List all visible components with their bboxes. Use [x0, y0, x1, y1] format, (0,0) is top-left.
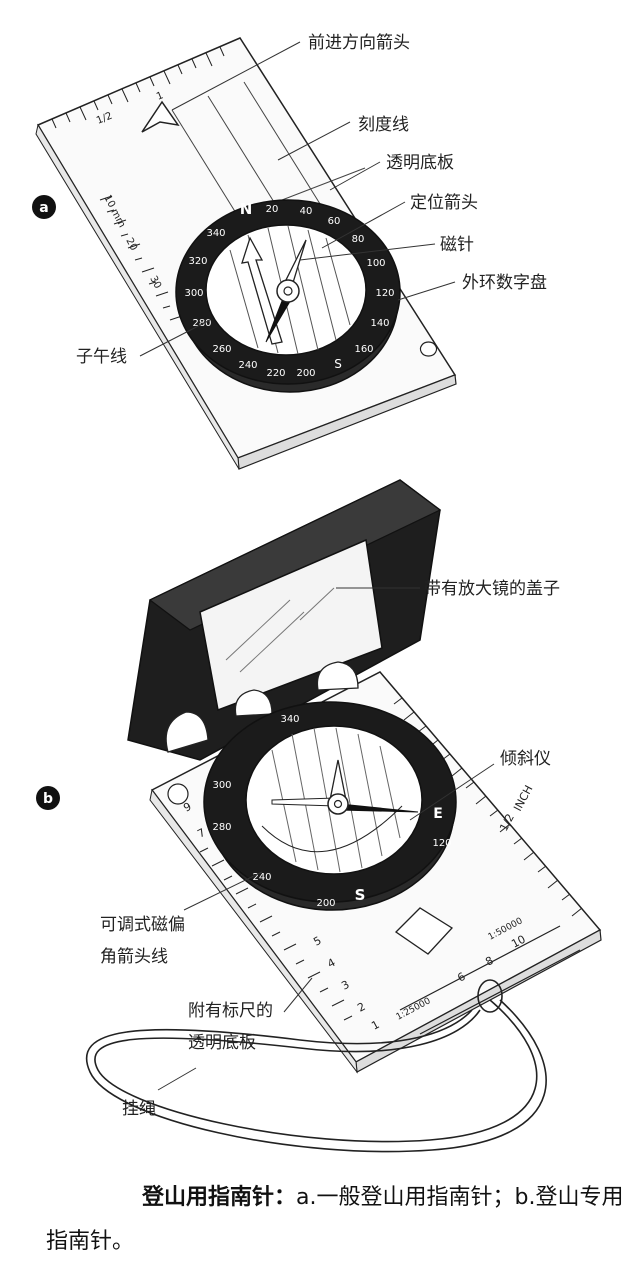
- svg-text:200: 200: [316, 898, 335, 909]
- figure-letter-b: b: [43, 791, 53, 807]
- label-clinometer: 倾斜仪: [500, 749, 551, 769]
- svg-text:140: 140: [370, 318, 389, 329]
- meridian-lines-b: [271, 727, 401, 873]
- svg-text:S: S: [355, 886, 366, 904]
- meridian-lines-a: [229, 225, 351, 355]
- svg-text:10: 10: [509, 933, 527, 951]
- figure-caption: 登山用指南针：a.一般登山用指南针；b.登山专用指南针。: [46, 1176, 626, 1264]
- bezel-marks-b: 340 E 120 S 200 240 280 300: [212, 714, 451, 909]
- bezel-numbers-a: N 20 40 60 80 100 120 140 160 S 200 220 …: [184, 200, 394, 379]
- svg-text:INCH: INCH: [511, 783, 535, 813]
- figure-letter-a: a: [39, 200, 48, 216]
- clinometer-arc-b: [261, 805, 403, 853]
- svg-text:120: 120: [432, 838, 451, 849]
- lanyard-hole-a: [419, 341, 438, 357]
- svg-text:60: 60: [328, 216, 341, 227]
- label-orienting-arrow: 定位箭头: [410, 193, 478, 213]
- base-plate-b-side: [149, 788, 358, 1074]
- svg-text:320: 320: [188, 256, 207, 267]
- base-plate-a-side: [35, 123, 240, 470]
- right-ruler-ticks-b: [393, 697, 583, 917]
- label-lanyard: 挂绳: [122, 1099, 156, 1119]
- screw-b: [167, 783, 189, 805]
- svg-text:40: 40: [300, 206, 313, 217]
- label-base-2: 透明底板: [188, 1033, 256, 1053]
- label-declination-2: 角箭头线: [100, 947, 168, 967]
- scale-bars-b: [399, 925, 581, 1035]
- figure-letter-b-badge: [36, 786, 60, 810]
- svg-text:240: 240: [252, 872, 271, 883]
- sight-mount-b: [394, 907, 454, 955]
- svg-text:340: 340: [206, 228, 225, 239]
- label-lid: 带有放大镜的盖子: [424, 579, 560, 599]
- svg-text:160: 160: [354, 344, 373, 355]
- ruler-label-1: 1: [155, 90, 165, 103]
- hinge-mid-b: [234, 689, 273, 717]
- compass-diagram: 10 mm 20 30 1/2 1: [32, 33, 602, 1153]
- ruler-label-10: 10: [101, 193, 117, 209]
- svg-text:80: 80: [352, 234, 365, 245]
- top-ruler-ticks-a: [51, 46, 225, 129]
- label-base-plate: 透明底板: [386, 153, 454, 173]
- labels-b: 带有放大镜的盖子 倾斜仪 可调式磁偏 角箭头线 附有标尺的 透明底板 挂绳: [100, 579, 560, 1119]
- svg-text:260: 260: [212, 344, 231, 355]
- hinge-right-b: [316, 661, 359, 691]
- svg-text:280: 280: [192, 318, 211, 329]
- svg-text:20: 20: [266, 204, 279, 215]
- leader-lines-b: [157, 587, 495, 1091]
- svg-text:300: 300: [212, 780, 231, 791]
- label-dial: 外环数字盘: [462, 273, 547, 293]
- svg-text:220: 220: [266, 368, 285, 379]
- lid-rim-b: [148, 479, 442, 631]
- bezel-north-a: N: [240, 200, 253, 218]
- label-scale-lines: 刻度线: [358, 115, 409, 135]
- direction-arrow-a: [141, 100, 180, 133]
- mirror-glint-b: [225, 587, 335, 673]
- label-declination-1: 可调式磁偏: [100, 915, 185, 935]
- compass-b: INCH 1/2 1:25000 1:50000 1 2 3 4 5 6 7 8…: [36, 479, 602, 1153]
- caption-title: 登山用指南针：: [142, 1185, 297, 1210]
- label-direction-arrow: 前进方向箭头: [308, 33, 410, 53]
- svg-text:300: 300: [184, 288, 203, 299]
- left-ruler-ticks-a: [99, 195, 183, 321]
- bottom-ruler-ticks-b: [199, 847, 353, 1021]
- lanyard-b: [85, 979, 547, 1153]
- figure-letter-a-badge: [32, 195, 56, 219]
- ruler-label-20: 20: [123, 236, 139, 252]
- svg-text:200: 200: [296, 368, 315, 379]
- label-needle: 磁针: [440, 235, 474, 255]
- leader-lines-a: [139, 41, 456, 357]
- label-base-1: 附有标尺的: [188, 1001, 273, 1021]
- svg-text:100: 100: [366, 258, 385, 269]
- labels-a: 前进方向箭头 刻度线 透明底板 定位箭头 磁针 外环数字盘 子午线: [76, 33, 547, 367]
- svg-text:240: 240: [238, 360, 257, 371]
- svg-text:340: 340: [280, 714, 299, 725]
- caption-text: a.一般登山用指南针；b.登山专用指南针。: [46, 1185, 624, 1254]
- needle-b-bar: [271, 797, 337, 807]
- svg-text:S: S: [334, 357, 342, 371]
- ruler-label-30: 30: [147, 274, 163, 290]
- svg-text:280: 280: [212, 822, 231, 833]
- svg-text:E: E: [433, 806, 443, 822]
- hinge-left-b: [165, 711, 209, 753]
- label-meridian: 子午线: [76, 347, 127, 367]
- orienting-arrow-a: [241, 236, 283, 345]
- compass-a: 10 mm 20 30 1/2 1: [32, 33, 547, 470]
- svg-text:120: 120: [375, 288, 394, 299]
